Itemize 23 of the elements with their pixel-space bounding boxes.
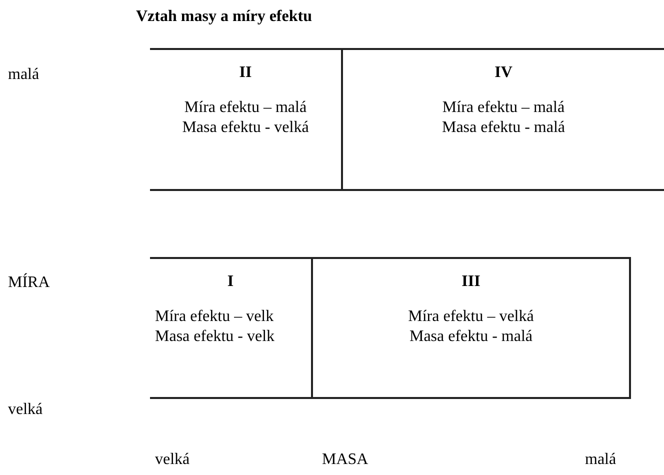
quadrant-description: Míra efektu – velká — [407, 307, 535, 327]
quadrant-description: Masa efektu - velk — [155, 327, 275, 347]
quadrant-numeral: IV — [494, 64, 514, 82]
axis-label: malá — [8, 66, 40, 84]
quadrant-numeral: II — [238, 64, 253, 82]
quadrant-box — [150, 48, 341, 191]
axis-title: MÍRA — [8, 274, 50, 292]
axis-label: malá — [585, 451, 616, 469]
quadrant-description: Míra efektu – velk — [155, 307, 274, 327]
quadrant-description: Masa efektu - velká — [181, 118, 310, 138]
quadrant-description: Masa efektu - malá — [408, 327, 534, 347]
quadrant-box — [311, 257, 631, 399]
axis-label: velká — [155, 451, 190, 469]
quadrant-numeral: I — [226, 273, 235, 291]
quadrant-description: Míra efektu – malá — [183, 98, 308, 118]
axis-label: velká — [8, 401, 43, 419]
axis-title: MASA — [322, 451, 368, 469]
quadrant-description: Masa efektu - malá — [440, 118, 566, 138]
quadrant-description: Míra efektu – malá — [441, 98, 566, 118]
quadrant-box — [150, 257, 311, 399]
quadrant-numeral: III — [460, 273, 482, 291]
quadrant-box — [341, 48, 664, 191]
title: Vztah masy a míry efektu — [136, 8, 312, 26]
